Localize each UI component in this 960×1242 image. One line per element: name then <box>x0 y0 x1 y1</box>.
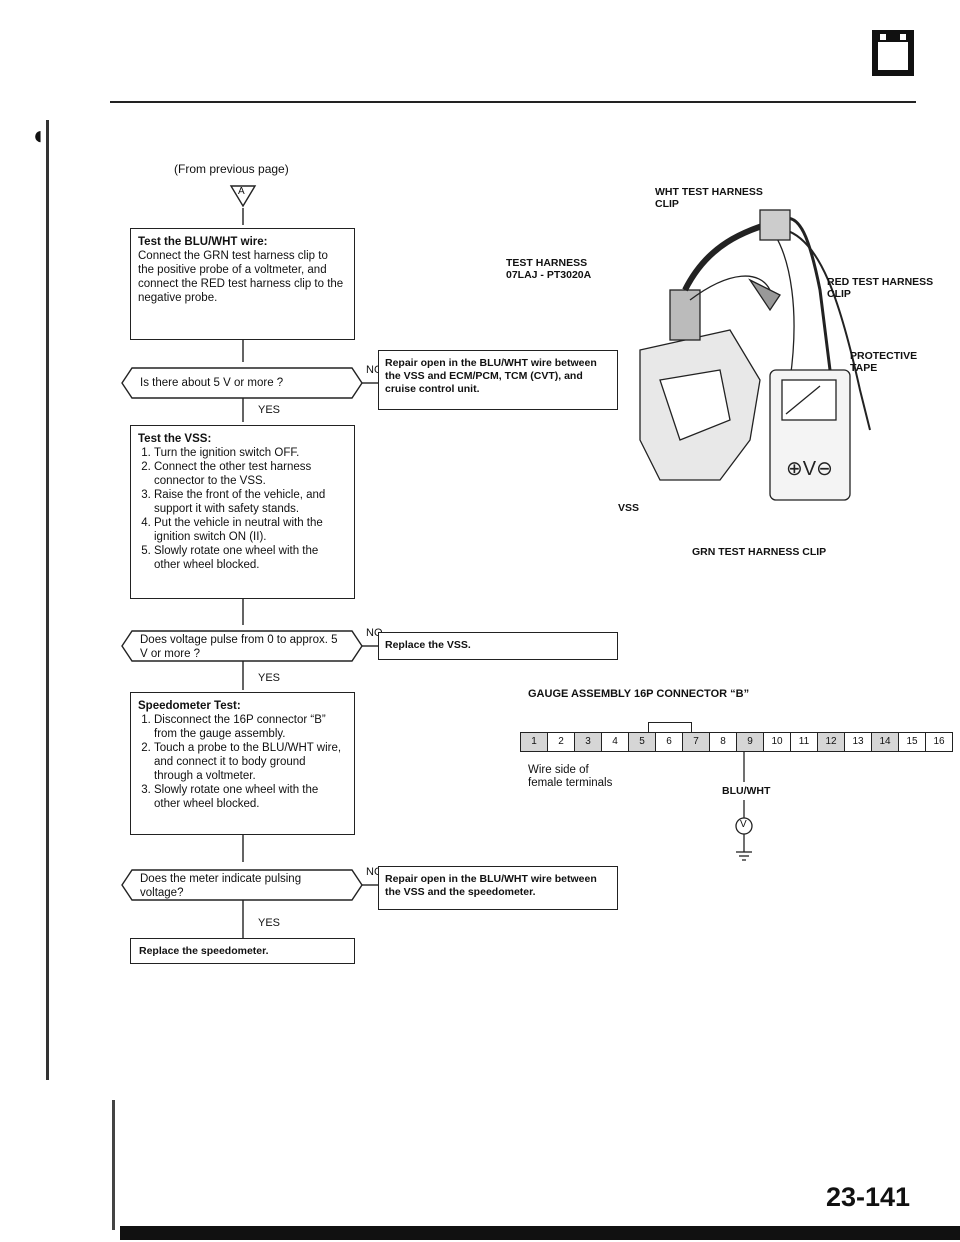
action-replace-vss: Replace the VSS. <box>378 632 618 660</box>
header-rule <box>110 101 916 103</box>
connector-pin: 3 <box>575 733 602 751</box>
connector-pin: 7 <box>683 733 710 751</box>
connector-letter: A <box>238 186 245 197</box>
step-item: Disconnect the 16P connector “B” from th… <box>154 713 347 741</box>
decision-voltage-pulse: Does voltage pulse from 0 to approx. 5 V… <box>140 634 338 660</box>
connector-pin: 9 <box>737 733 764 751</box>
decision-pulsing-voltage: Does the meter indicate pulsing voltage? <box>140 873 302 899</box>
grn-test-harness-clip-label: GRN TEST HARNESS CLIP <box>692 546 827 558</box>
connector-pin: 5 <box>629 733 656 751</box>
connector-pin: 8 <box>710 733 737 751</box>
battery-icon <box>870 28 916 78</box>
yes-label: YES <box>258 917 281 929</box>
connector-pin: 15 <box>899 733 926 751</box>
connector-pin: 14 <box>872 733 899 751</box>
voltmeter-symbol: V <box>740 819 747 830</box>
vss-label: VSS <box>618 502 640 514</box>
step-item: Put the vehicle in neutral with the igni… <box>154 516 347 544</box>
connector-title: GAUGE ASSEMBLY 16P CONNECTOR “B” <box>528 688 750 700</box>
wire-side-note: Wire side of female terminals <box>528 764 613 789</box>
connector-pin: 4 <box>602 733 629 751</box>
connector-pin: 1 <box>521 733 548 751</box>
yes-label: YES <box>258 672 281 684</box>
connector-pin: 13 <box>845 733 872 751</box>
yes-label: YES <box>258 404 281 416</box>
margin-bar <box>46 120 49 1080</box>
connector-pin: 10 <box>764 733 791 751</box>
step-item: Turn the ignition switch OFF. <box>154 446 347 460</box>
step-body: Connect the GRN test harness clip to the… <box>138 250 344 304</box>
step-item: Slowly rotate one wheel with the other w… <box>154 783 347 811</box>
step-item: Connect the other test harness connector… <box>154 460 347 488</box>
svg-text:⊕V⊖: ⊕V⊖ <box>786 458 833 480</box>
protective-tape-label: PROTECTIVE TAPE <box>850 350 918 374</box>
probe-wire <box>735 752 753 861</box>
connector-pin: 6 <box>656 733 683 751</box>
connector-pin: 2 <box>548 733 575 751</box>
step-test-vss: Test the VSS: Turn the ignition switch O… <box>130 425 355 599</box>
step-item: Raise the front of the vehicle, and supp… <box>154 488 347 516</box>
arrow-mark: ◖ <box>30 120 46 150</box>
step-item: Touch a probe to the BLU/WHT wire, and c… <box>154 741 347 783</box>
decision-5v: Is there about 5 V or more ? <box>140 377 284 389</box>
step-test-blu-wht: Test the BLU/WHT wire: Connect the GRN t… <box>130 228 355 340</box>
connector-16p: 1 2 3 4 5 6 7 8 9 10 11 12 13 14 15 16 <box>520 732 953 752</box>
step-title: Speedometer Test: <box>138 700 241 712</box>
final-replace-speedometer: Replace the speedometer. <box>130 938 355 964</box>
wht-test-harness-clip-label: WHT TEST HARNESS CLIP <box>655 186 763 210</box>
connector-pin: 11 <box>791 733 818 751</box>
footer-bar <box>120 1226 960 1240</box>
connector-pin: 16 <box>933 736 945 747</box>
step-title: Test the VSS: <box>138 433 212 445</box>
margin-bar-right <box>112 1100 115 1230</box>
step-title: Test the BLU/WHT wire: <box>138 236 268 248</box>
red-test-harness-clip-label: RED TEST HARNESS CLIP <box>827 276 934 300</box>
vss-test-illustration: ⊕V⊖ <box>639 209 871 501</box>
blu-wht-wire-label: BLU/WHT <box>722 785 771 797</box>
test-harness-label: TEST HARNESS 07LAJ - PT3020A <box>506 257 592 281</box>
connector-lock <box>648 722 692 733</box>
action-repair-open-ecm: Repair open in the BLU/WHT wire between … <box>378 350 618 410</box>
page-number: 23-141 <box>826 1182 911 1212</box>
step-speedometer-test: Speedometer Test: Disconnect the 16P con… <box>130 692 355 835</box>
step-item: Slowly rotate one wheel with the other w… <box>154 544 347 572</box>
final-text: Replace the speedometer. <box>139 945 269 957</box>
action-repair-open-speedometer: Repair open in the BLU/WHT wire between … <box>378 866 618 910</box>
connector-pin: 12 <box>818 733 845 751</box>
from-previous-page: (From previous page) <box>174 162 289 176</box>
